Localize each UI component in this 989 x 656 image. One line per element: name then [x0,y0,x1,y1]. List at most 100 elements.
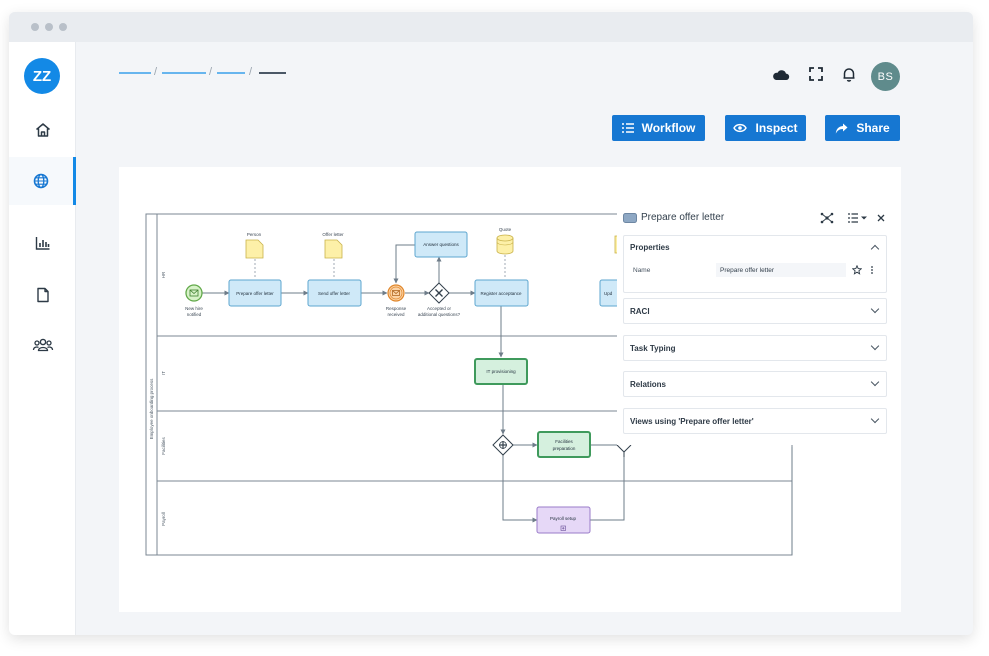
chevron-down-icon[interactable] [870,304,880,314]
cloud-icon[interactable] [771,65,791,85]
task-label: preparation [553,446,576,451]
task-label: Answer questions [423,242,459,247]
document-icon [36,287,49,303]
data-object-label: Offer letter [322,232,344,237]
parallel-gateway[interactable] [492,434,514,456]
accordion-label: Properties [630,243,670,252]
workflow-button-label: Workflow [641,121,696,135]
share-button[interactable]: Share [825,115,900,141]
inspect-button-label: Inspect [755,121,798,135]
share-button-label: Share [856,121,890,135]
task-prepare-offer-letter[interactable] [228,279,282,307]
chevron-up-icon[interactable] [870,244,880,254]
sidebar-item-home[interactable] [9,106,76,154]
task-label: IT provisioning [486,369,516,374]
star-icon[interactable] [852,265,862,275]
breadcrumb-separator: / [209,66,213,78]
breadcrumb-separator: / [154,66,158,78]
pool-label: Employee onboarding process [149,378,154,440]
sidebar-item-globe[interactable] [9,157,76,205]
gateway-label: Accepted or [427,306,452,311]
lane-label-hr: HR [161,271,166,278]
accordion-task-typing[interactable]: Task Typing [623,335,887,361]
close-icon[interactable] [877,214,885,222]
lane-label-it: IT [161,371,166,375]
property-label: Name [633,267,651,274]
chevron-down-icon[interactable] [870,414,880,424]
window-dot [45,23,53,31]
data-store-label: Quote [499,227,512,232]
sidebar-item-reports[interactable] [9,219,76,267]
accordion-label: Task Typing [630,344,676,353]
association-lines [254,255,506,279]
message-event[interactable] [387,284,405,302]
accordion-properties[interactable]: Properties Name Prepare offer letter [623,235,887,293]
task-label: Prepare offer letter [236,291,274,296]
app-window: ZZ / / / BS Workflow Inspect [9,12,973,635]
task-label: Payroll setup [550,516,577,521]
accordion-views[interactable]: Views using 'Prepare offer letter' [623,408,887,434]
chevron-down-icon[interactable] [870,341,880,351]
window-titlebar [9,12,973,42]
accordion-raci[interactable]: RACI [623,298,887,324]
start-event[interactable] [185,284,203,302]
task-send-offer-letter[interactable] [307,279,362,307]
task-label: Send offer letter [318,291,350,296]
accordion-label: Relations [630,380,667,389]
data-object-label: Person [247,232,262,237]
task-it-provisioning[interactable] [474,358,528,385]
task-payroll-setup[interactable] [536,506,591,534]
sequence-flows [202,244,793,555]
task-label: Upd [604,291,613,296]
lane-label-payroll: Payroll [161,512,166,526]
merge-gateway[interactable] [616,444,632,457]
accordion-label: Views using 'Prepare offer letter' [630,417,754,426]
bar-chart-icon [35,237,49,250]
inspector-panel: Prepare offer letter Properties Name Pre… [617,205,899,445]
task-label: Register acceptance [480,291,522,296]
accordion-label: RACI [630,307,650,316]
message-event-label: received [387,312,405,317]
start-event-label: New hire [185,306,203,311]
breadcrumb-separator: / [249,66,253,78]
eye-icon [733,123,748,133]
graph-icon[interactable] [820,212,834,224]
breadcrumb-item[interactable] [162,72,206,74]
window-dot [59,23,67,31]
share-icon [836,123,848,133]
task-answer-questions[interactable] [414,231,468,258]
sidebar-item-team[interactable] [9,321,76,369]
data-object-person[interactable] [245,239,264,259]
view-options-icon[interactable] [848,213,868,223]
fullscreen-icon[interactable] [807,65,825,83]
breadcrumb-item[interactable] [119,72,151,74]
workflow-button[interactable]: Workflow [612,115,705,141]
panel-title: Prepare offer letter [641,212,725,223]
inspect-button[interactable]: Inspect [725,115,806,141]
data-object-offer-letter[interactable] [324,239,343,259]
start-event-label: notified [187,312,202,317]
window-dot [31,23,39,31]
property-name-field[interactable]: Prepare offer letter [716,263,846,277]
list-icon [621,123,634,133]
breadcrumb-current [259,72,286,74]
avatar[interactable]: BS [871,62,900,91]
breadcrumb-item[interactable] [217,72,245,74]
task-shape-icon [623,213,637,223]
exclusive-gateway[interactable] [428,282,450,304]
globe-icon [33,173,49,189]
chevron-down-icon[interactable] [870,377,880,387]
gateway-label: additional questions? [418,312,461,317]
home-icon [35,123,50,137]
more-options-icon[interactable] [870,265,874,275]
sidebar: ZZ [9,42,76,635]
sidebar-item-documents[interactable] [9,271,76,319]
bell-icon[interactable] [840,65,858,83]
task-facilities-preparation[interactable] [537,431,591,458]
data-store-quote[interactable] [496,234,514,255]
task-register-acceptance[interactable] [474,279,529,307]
accordion-relations[interactable]: Relations [623,371,887,397]
app-logo[interactable]: ZZ [24,58,60,94]
task-label: Facilities [555,439,573,444]
lane-label-facilities: Facilities [161,437,166,455]
